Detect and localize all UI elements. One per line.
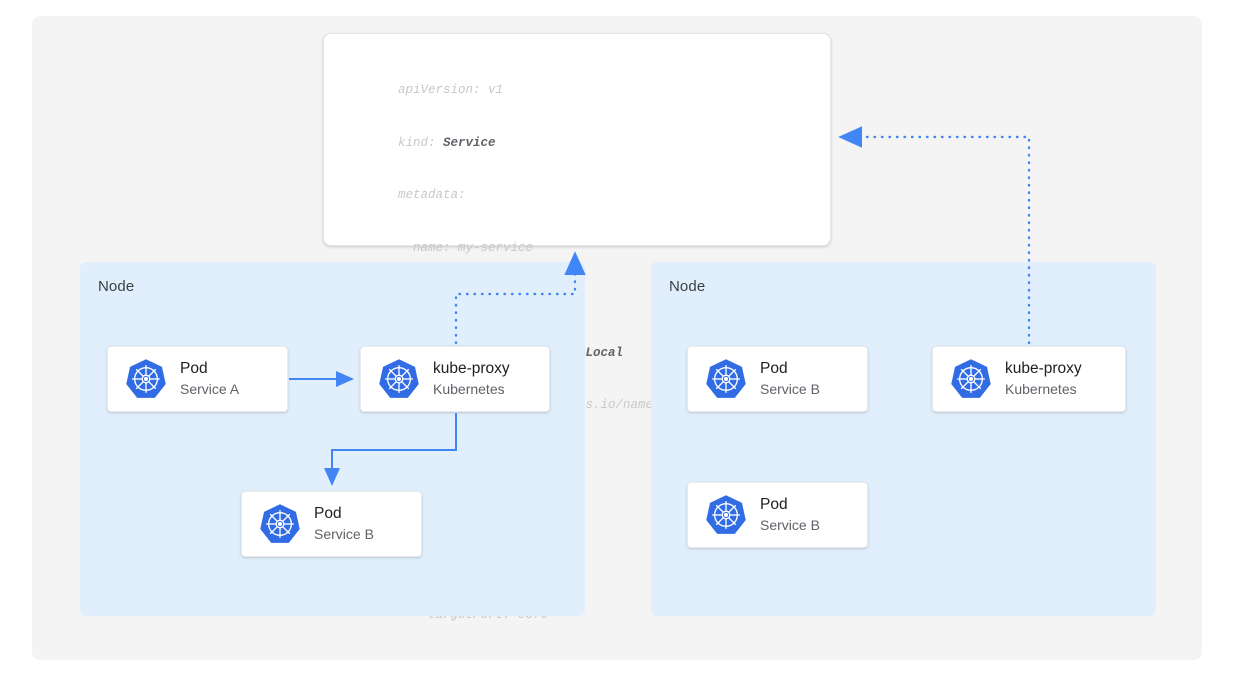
card-title: Pod: [314, 505, 342, 522]
card-title: Pod: [760, 496, 788, 513]
card-text-pod-service-b-right-top: Pod Service B: [760, 359, 820, 399]
card-kube-proxy-right[interactable]: kube-proxy Kubernetes: [932, 346, 1126, 412]
card-subtitle: Kubernetes: [433, 381, 505, 397]
card-subtitle: Service B: [760, 381, 820, 397]
card-text-pod-service-b-left: Pod Service B: [314, 504, 374, 544]
card-title: Pod: [180, 360, 208, 377]
card-subtitle: Service B: [760, 517, 820, 533]
kubernetes-icon: [705, 494, 747, 536]
card-title: kube-proxy: [433, 360, 510, 377]
kubernetes-icon: [950, 358, 992, 400]
kubernetes-icon: [705, 358, 747, 400]
kubernetes-icon: [378, 358, 420, 400]
card-pod-service-b-right-bottom[interactable]: Pod Service B: [687, 482, 868, 548]
card-subtitle: Kubernetes: [1005, 381, 1077, 397]
kubernetes-icon: [259, 503, 301, 545]
kubernetes-icon: [125, 358, 167, 400]
card-subtitle: Service A: [180, 381, 240, 397]
card-text-kube-proxy-right: kube-proxy Kubernetes: [1005, 359, 1082, 399]
node-label-right: Node: [669, 278, 706, 295]
yaml-line-0: apiVersion: v1: [398, 83, 504, 97]
yaml-kind-value: Service: [443, 135, 496, 150]
service-manifest-card: apiVersion: v1 kind: Service metadata: n…: [323, 33, 831, 622]
card-pod-service-b-left[interactable]: Pod Service B: [241, 491, 422, 557]
card-text-pod-service-b-right-bottom: Pod Service B: [760, 495, 820, 535]
card-text-pod-service-a: Pod Service A: [180, 359, 239, 399]
card-kube-proxy-left[interactable]: kube-proxy Kubernetes: [360, 346, 550, 412]
yaml-line-1: kind: Service: [398, 135, 496, 150]
card-title: kube-proxy: [1005, 360, 1082, 377]
card-title: Pod: [760, 360, 788, 377]
node-label-left: Node: [98, 278, 135, 295]
yaml-line-3: name: my-service: [398, 240, 534, 255]
yaml-line-2: metadata:: [398, 188, 466, 202]
card-pod-service-b-right-top[interactable]: Pod Service B: [687, 346, 868, 412]
node-container-right: Node: [651, 262, 1156, 616]
card-pod-service-a[interactable]: Pod Service A: [107, 346, 288, 412]
node-container-left: Node: [80, 262, 585, 616]
card-subtitle: Service B: [314, 526, 374, 542]
card-text-kube-proxy-left: kube-proxy Kubernetes: [433, 359, 510, 399]
